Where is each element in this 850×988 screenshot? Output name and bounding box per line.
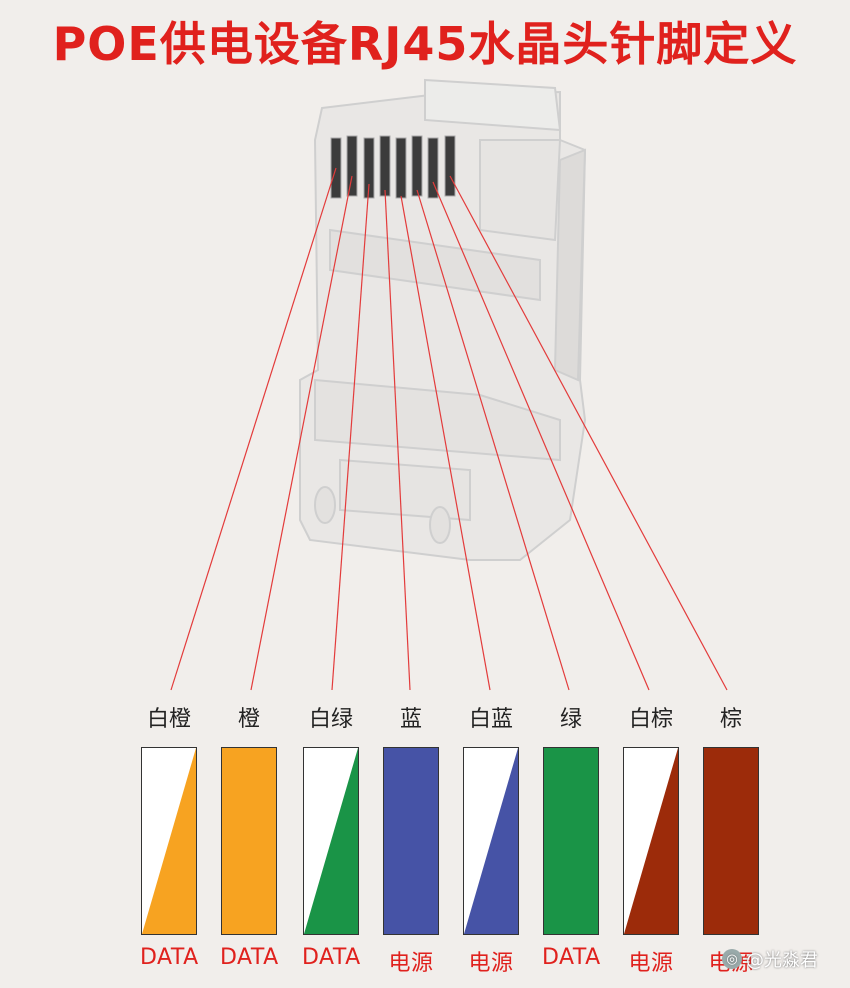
wire-color-label: 棕 <box>719 707 742 732</box>
wire-function-label: DATA <box>302 945 361 970</box>
wire-color-swatch <box>141 747 197 935</box>
wire-color-label: 蓝 <box>399 707 422 732</box>
watermark-text: @光淼君 <box>746 950 818 971</box>
wire-color-swatch <box>623 747 679 935</box>
wire-color-swatch <box>303 747 359 935</box>
wire-color-label: 白蓝 <box>468 707 513 732</box>
pin-2-wire: 橙 DATA <box>220 700 278 970</box>
wire-color-swatch <box>703 747 759 935</box>
watermark-logo-icon: ◎ <box>722 949 742 969</box>
connector-pin-6 <box>411 135 423 197</box>
wire-color-label: 白绿 <box>308 707 353 732</box>
wire-color-label: 白橙 <box>146 707 191 732</box>
wire-color-swatch <box>383 747 439 935</box>
wire-color-label: 橙 <box>237 707 260 732</box>
pin-5-wire: 白蓝电源 <box>462 700 520 977</box>
pin-4-wire: 蓝电源 <box>382 700 440 977</box>
connector-body <box>299 78 587 561</box>
pin-3-wire: 白绿 DATA <box>302 700 360 970</box>
pin-1-wire: 白橙 DATA <box>140 700 198 970</box>
connector-pin-7 <box>427 137 439 199</box>
pin-8-wire: 棕电源 <box>702 700 760 977</box>
wire-function-label: DATA <box>220 945 279 970</box>
connector-pin-1 <box>330 137 342 199</box>
pin-7-wire: 白棕电源 <box>622 700 680 977</box>
wire-function-label: 电源 <box>628 951 674 976</box>
connector-pin-8 <box>444 135 456 197</box>
wire-color-label: 绿 <box>559 707 582 732</box>
watermark: ◎ @光淼君 <box>722 946 818 972</box>
wire-color-swatch <box>463 747 519 935</box>
wire-color-swatch <box>543 747 599 935</box>
wire-function-label: DATA <box>140 945 199 970</box>
page-title: POE供电设备RJ45水晶头针脚定义 <box>52 17 798 71</box>
connector-pin-2 <box>346 135 358 197</box>
connector-pin-3 <box>363 137 375 199</box>
connector-pin-5 <box>395 137 407 199</box>
connector-pin-4 <box>379 135 391 197</box>
wire-function-label: 电源 <box>388 951 434 976</box>
wire-color-label: 白棕 <box>628 707 673 732</box>
wire-color-swatch <box>221 747 277 935</box>
wire-function-label: 电源 <box>468 951 514 976</box>
pin-6-wire: 绿 DATA <box>542 700 600 970</box>
wire-function-label: DATA <box>542 945 601 970</box>
